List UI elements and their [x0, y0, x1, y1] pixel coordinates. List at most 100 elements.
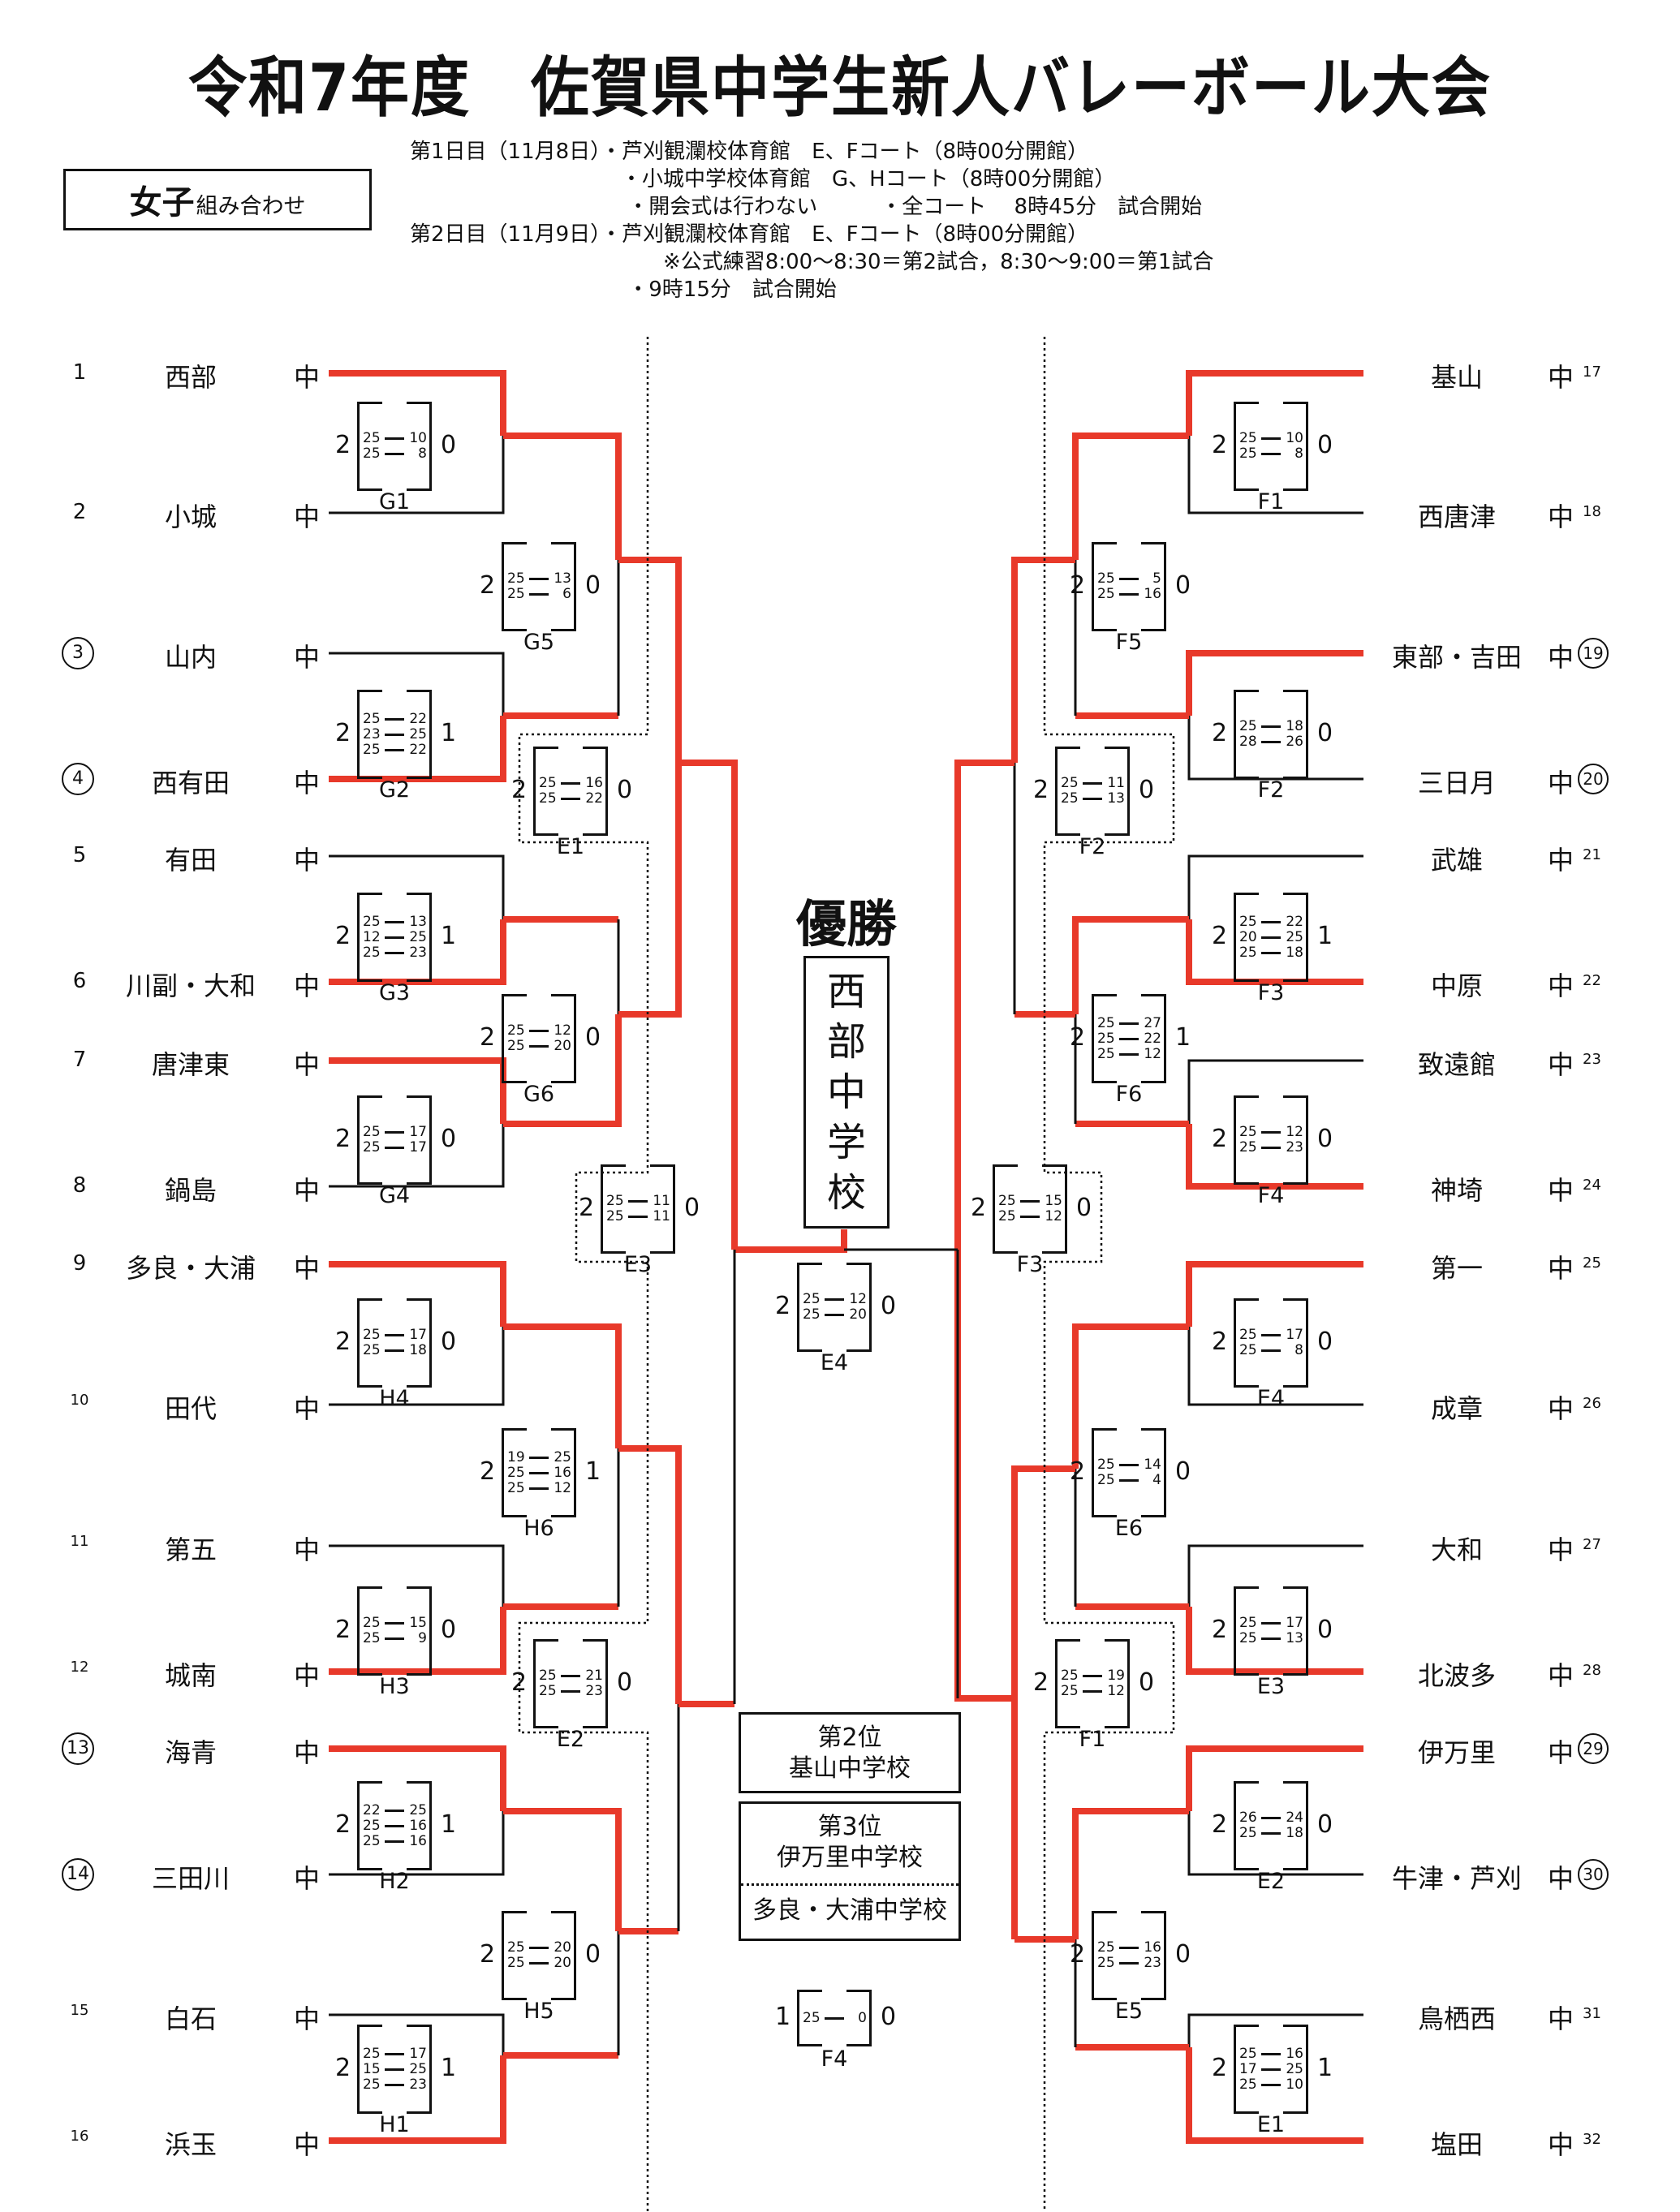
- match-code: G3: [378, 980, 411, 1005]
- score-bracket-right: [1141, 994, 1166, 1083]
- left-sets-won: 2: [1033, 776, 1049, 804]
- team-suffix: 中: [294, 1049, 321, 1080]
- match-code: F1: [1257, 489, 1285, 514]
- set-dashes: [1261, 402, 1281, 491]
- score-bracket-left: [1055, 1639, 1080, 1728]
- set-dashes: [825, 1263, 844, 1352]
- set-point: 25: [1239, 445, 1257, 462]
- set-point: 24: [1286, 1810, 1303, 1826]
- set-point: 18: [1286, 944, 1303, 961]
- left-sets-won: 2: [1212, 1616, 1228, 1644]
- team-number: 18: [1583, 503, 1601, 520]
- set-point: 25: [1061, 1683, 1079, 1699]
- right-sets-won: 0: [441, 1125, 457, 1153]
- bracket-line: [1187, 716, 1363, 781]
- set-point: 25: [1097, 1939, 1115, 1956]
- score-bracket-right: [1283, 1298, 1308, 1388]
- left-set-points: 25: [803, 1990, 821, 2046]
- team-number: 5: [72, 843, 87, 867]
- champion-heading: 優勝: [795, 894, 897, 953]
- right-sets-won: 1: [441, 719, 457, 747]
- right-sets-won: 0: [1175, 1940, 1191, 1969]
- set-point: 11: [1107, 775, 1125, 791]
- set-point: 25: [363, 913, 381, 930]
- set-point: 25: [803, 1306, 821, 1323]
- set-point: 25: [1097, 1457, 1115, 1473]
- match-code: F3: [1257, 980, 1285, 1005]
- score-bracket-left: [1234, 690, 1259, 779]
- set-point: 25: [1286, 2060, 1303, 2077]
- left-sets-won: 2: [1212, 1328, 1228, 1356]
- winner-path: [329, 1745, 506, 1811]
- right-sets-won: 0: [441, 1616, 457, 1644]
- team-name: 唐津東: [151, 1049, 230, 1080]
- champion-char: 西: [826, 969, 866, 1014]
- team-number: 25: [1583, 1254, 1601, 1272]
- winner-path: [1186, 919, 1363, 985]
- left-sets-won: 2: [1212, 719, 1228, 747]
- set-point: 28: [1239, 734, 1257, 750]
- set-point: 9: [418, 1630, 427, 1646]
- set-point: 8: [1294, 1342, 1303, 1358]
- set-dashes: [1261, 2025, 1281, 2114]
- score-bracket-right: [407, 2025, 432, 2114]
- team-suffix: 中: [294, 970, 321, 1001]
- set-dashes: [385, 1298, 404, 1388]
- score-bracket-right: [1105, 1639, 1130, 1728]
- set-point: 25: [363, 430, 381, 446]
- set-dashes: [385, 1781, 404, 1870]
- team-number: 12: [70, 1659, 89, 1676]
- set-point: 17: [1239, 2060, 1257, 2077]
- score-bracket-right: [1042, 1164, 1067, 1254]
- team-name: 川副・大和: [125, 970, 256, 1001]
- score-bracket-right: [1141, 1428, 1166, 1517]
- left-sets-won: 2: [335, 719, 351, 747]
- set-point: 15: [363, 2060, 381, 2077]
- left-sets-won: 2: [1070, 1940, 1086, 1969]
- right-sets-won: 1: [585, 1457, 601, 1486]
- set-point: 22: [409, 741, 427, 758]
- seed-number: 29: [1578, 1733, 1609, 1764]
- team-name: 多良・大浦: [125, 1253, 256, 1284]
- left-sets-won: 2: [335, 1810, 351, 1839]
- right-sets-won: 0: [617, 1668, 633, 1697]
- set-point: 26: [1286, 734, 1303, 750]
- set-point: 17: [409, 1139, 427, 1155]
- set-point: 12: [1107, 1683, 1125, 1699]
- set-point: 25: [539, 790, 557, 807]
- score-bracket-left: [357, 690, 382, 779]
- team-suffix: 中: [1548, 1660, 1574, 1691]
- set-point: 25: [554, 1448, 571, 1465]
- right-sets-won: 0: [1076, 1194, 1092, 1222]
- team-name: 三田川: [151, 1863, 230, 1894]
- bracket-line: [329, 854, 505, 919]
- team-name: 田代: [164, 1393, 217, 1424]
- court-divider-right: [1043, 337, 1175, 2212]
- seed-number: 13: [62, 1732, 94, 1765]
- third-place-name: 伊万里中学校: [777, 1844, 923, 1872]
- right-sets-won: 0: [1175, 571, 1191, 600]
- team-name: 塩田: [1430, 2129, 1483, 2160]
- score-bracket-left: [357, 1298, 382, 1388]
